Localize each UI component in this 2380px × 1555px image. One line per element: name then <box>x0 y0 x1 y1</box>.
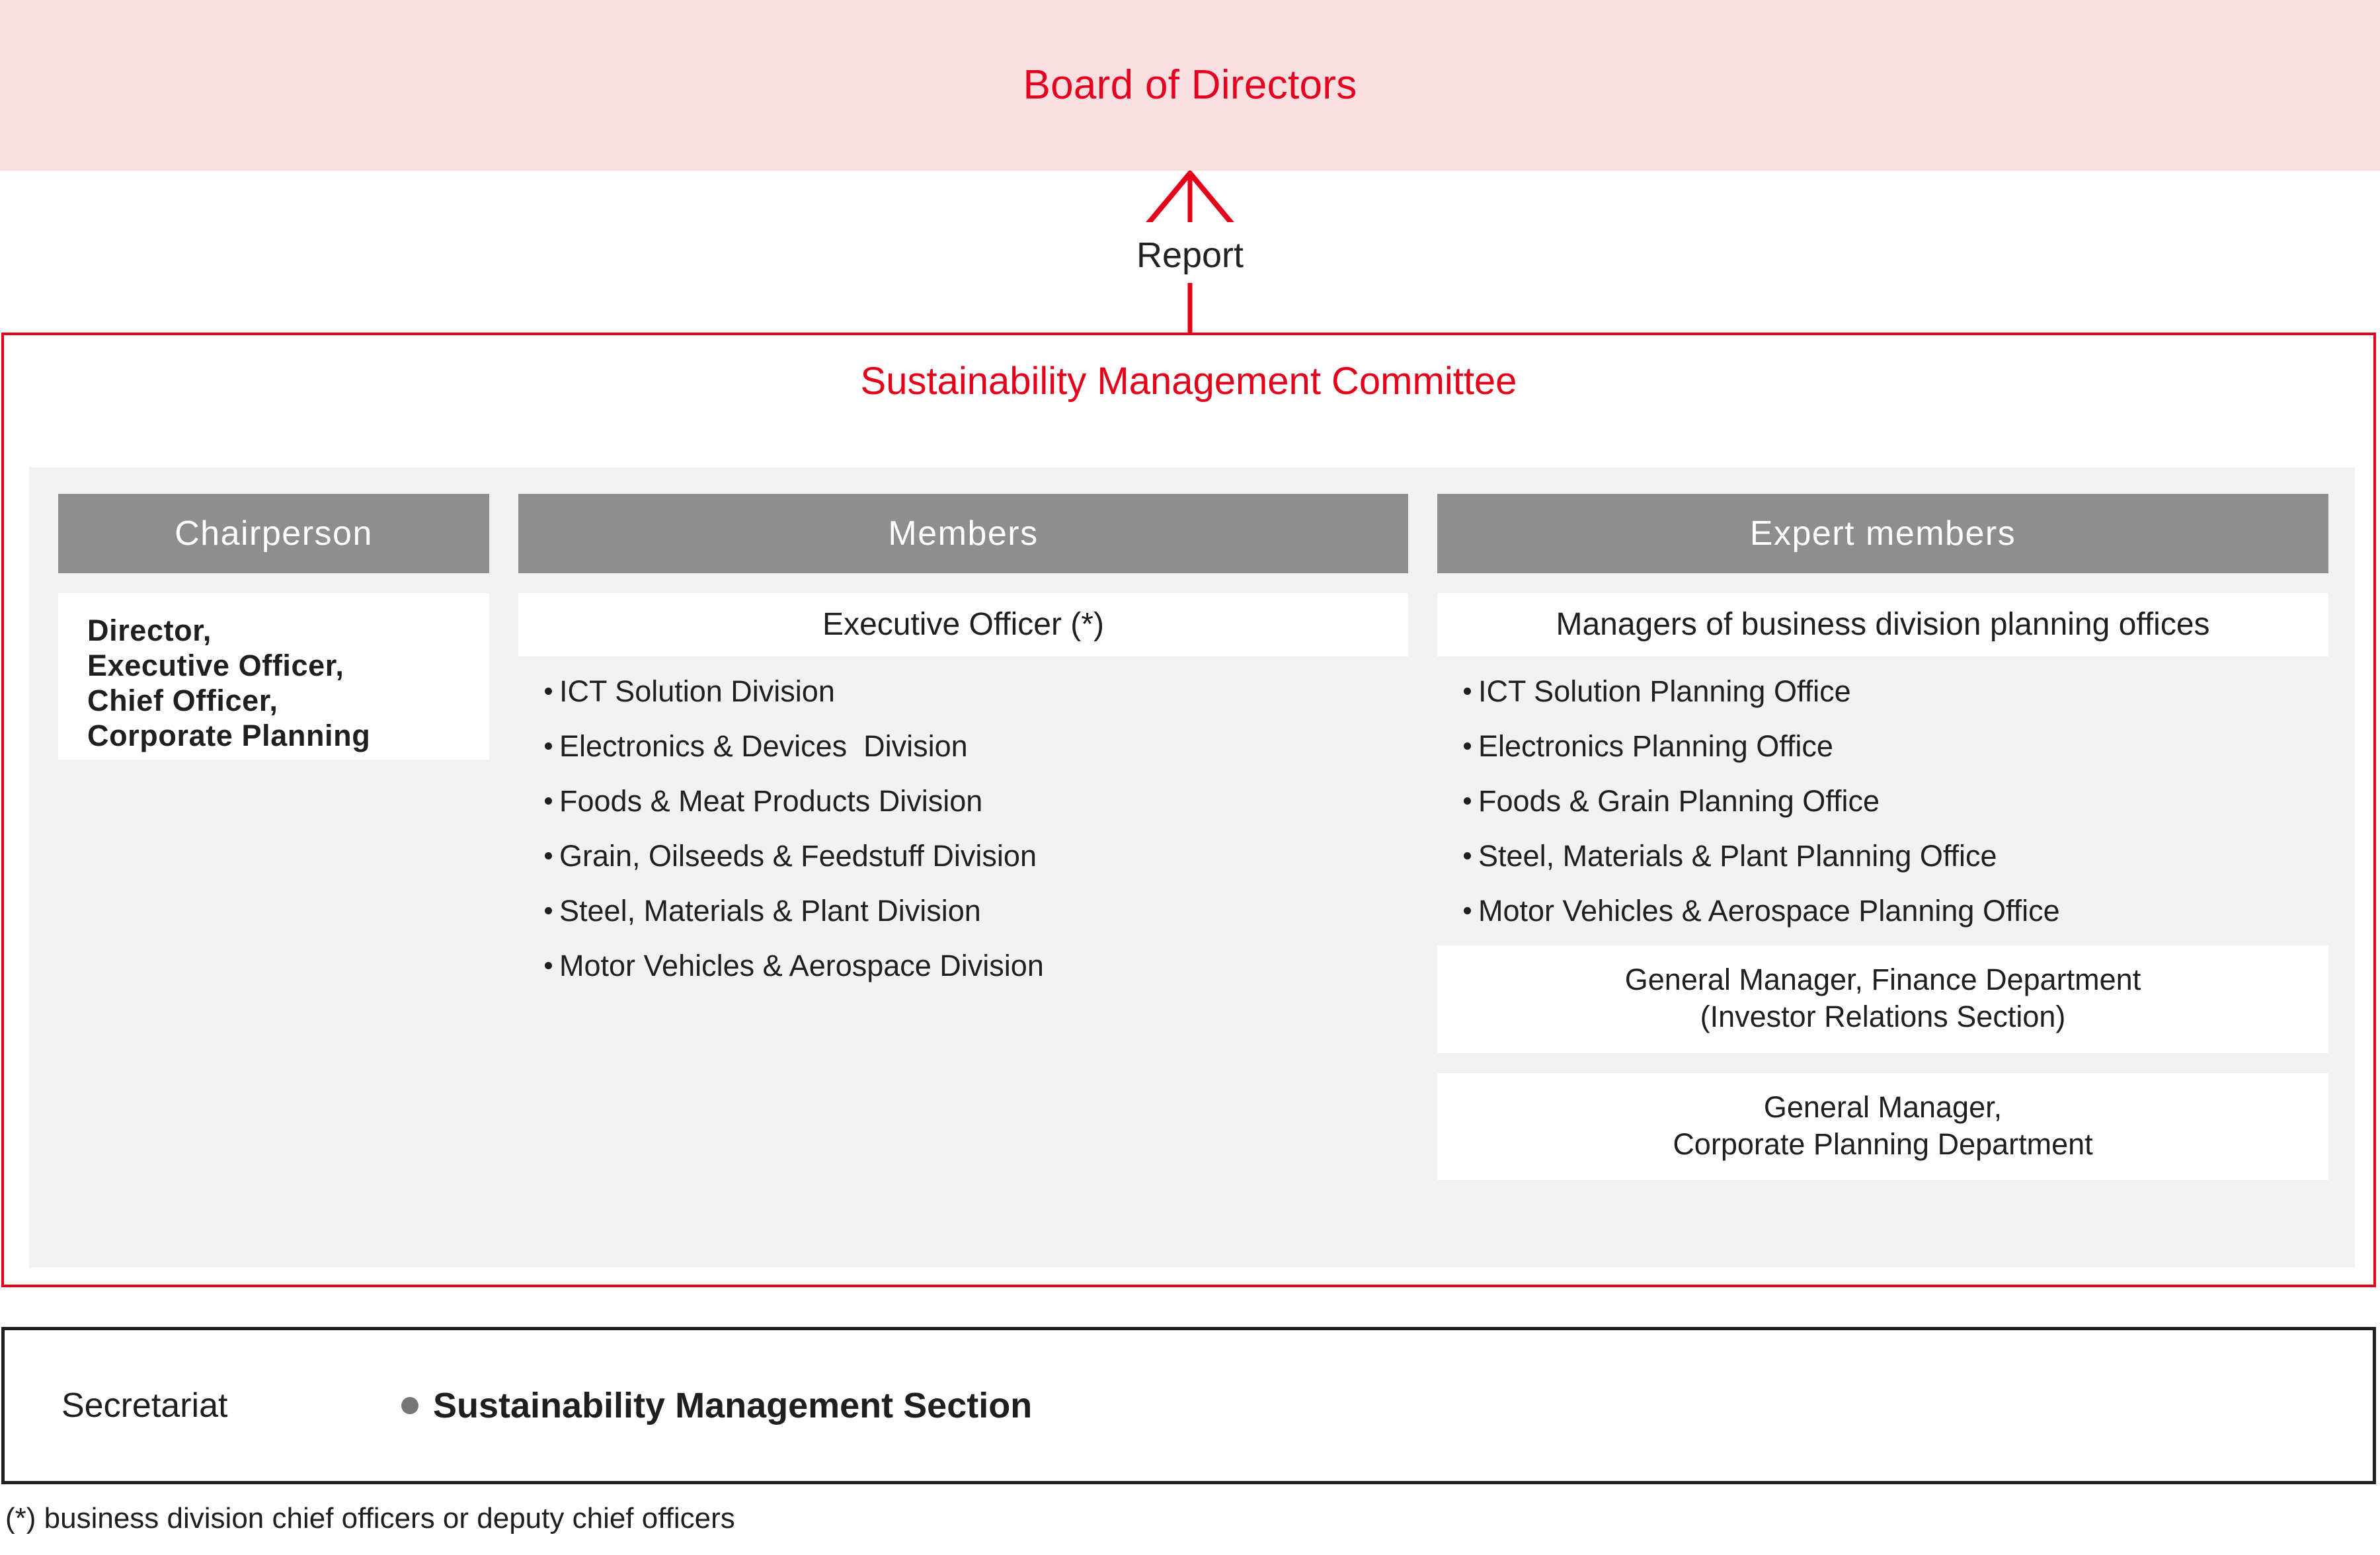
column-header-chairperson: Chairperson <box>58 494 489 573</box>
committee-panel: Chairperson Director, Executive Officer,… <box>29 467 2355 1267</box>
bullet-dot-icon <box>1464 742 1471 750</box>
list-item-label: Steel, Materials & Plant Planning Office <box>1478 839 1997 873</box>
list-item-label: Foods & Grain Planning Office <box>1478 784 1880 818</box>
list-item: Grain, Oilseeds & Feedstuff Division <box>536 841 1408 871</box>
bullet-dot-icon <box>545 907 552 914</box>
list-item: Motor Vehicles & Aerospace Division <box>536 951 1408 980</box>
secretariat-item: Sustainability Management Section <box>401 1330 1032 1481</box>
list-item-label: Electronics Planning Office <box>1478 729 1833 763</box>
list-item-label: ICT Solution Planning Office <box>1478 674 1851 708</box>
expert-members-list: ICT Solution Planning Office Electronics… <box>1437 657 2328 926</box>
list-item-label: ICT Solution Division <box>559 674 835 708</box>
secretariat-label: Secretariat <box>61 1386 228 1425</box>
chairperson-line-3: Chief Officer, <box>87 684 278 718</box>
bullet-dot-icon <box>545 852 552 859</box>
members-list: ICT Solution Division Electronics & Devi… <box>518 657 1408 980</box>
chairperson-line-2: Executive Officer, <box>87 649 344 683</box>
chairperson-line-1: Director, <box>87 614 212 647</box>
expert-members-subheader: Managers of business division planning o… <box>1437 593 2328 657</box>
list-item-label: Motor Vehicles & Aerospace Planning Offi… <box>1478 894 2060 928</box>
column-header-members: Members <box>518 494 1408 573</box>
list-item: Steel, Materials & Plant Planning Office <box>1454 841 2328 871</box>
bullet-dot-icon <box>545 688 552 695</box>
expert-card-corporate-planning-department: General Manager, Corporate Planning Depa… <box>1437 1072 2328 1180</box>
footnote: (*) business division chief officers or … <box>5 1502 735 1535</box>
column-expert-members: Expert members Managers of business divi… <box>1437 494 2328 1180</box>
sustainability-management-committee-box: Sustainability Management Committee Chai… <box>1 333 2376 1287</box>
list-item: Electronics & Devices Division <box>536 731 1408 761</box>
bullet-dot-icon <box>1464 688 1471 695</box>
expert-card-line: General Manager, <box>1763 1090 2003 1124</box>
expert-card-line: (Investor Relations Section) <box>1700 1000 2066 1034</box>
bullet-dot-icon <box>545 962 552 969</box>
list-item: Foods & Grain Planning Office <box>1454 786 2328 816</box>
chairperson-line-4: Corporate Planning <box>87 719 371 753</box>
list-item: Motor Vehicles & Aerospace Planning Offi… <box>1454 896 2328 926</box>
expert-card-finance-department: General Manager, Finance Department (Inv… <box>1437 945 2328 1053</box>
report-arrow-icon <box>1058 171 1322 333</box>
expert-card-line: General Manager, Finance Department <box>1624 963 2141 996</box>
chairperson-detail-card: Director, Executive Officer, Chief Offic… <box>58 593 489 760</box>
committee-title: Sustainability Management Committee <box>860 360 1517 403</box>
list-item: ICT Solution Planning Office <box>1454 676 2328 706</box>
list-item: Steel, Materials & Plant Division <box>536 896 1408 926</box>
board-of-directors-band: Board of Directors <box>0 0 2380 171</box>
board-of-directors-title: Board of Directors <box>1023 62 1357 108</box>
bullet-dot-icon <box>1464 907 1471 914</box>
list-item-label: Motor Vehicles & Aerospace Division <box>559 949 1044 982</box>
list-item: ICT Solution Division <box>536 676 1408 706</box>
list-item-label: Grain, Oilseeds & Feedstuff Division <box>559 839 1037 873</box>
secretariat-box: Secretariat Sustainability Management Se… <box>1 1327 2376 1484</box>
report-label: Report <box>1136 235 1244 275</box>
list-item-label: Electronics & Devices Division <box>559 729 968 763</box>
bullet-dot-icon <box>1464 852 1471 859</box>
members-subheader: Executive Officer (*) <box>518 593 1408 657</box>
column-chairperson: Chairperson Director, Executive Officer,… <box>58 494 489 760</box>
report-connector <box>0 171 2380 333</box>
list-item-label: Steel, Materials & Plant Division <box>559 894 981 928</box>
expert-card-line: Corporate Planning Department <box>1673 1127 2093 1161</box>
secretariat-item-label: Sustainability Management Section <box>433 1386 1033 1425</box>
list-item: Electronics Planning Office <box>1454 731 2328 761</box>
list-item: Foods & Meat Products Division <box>536 786 1408 816</box>
bullet-dot-icon <box>401 1397 418 1414</box>
bullet-dot-icon <box>1464 797 1471 805</box>
column-members: Members Executive Officer (*) ICT Soluti… <box>518 494 1408 980</box>
bullet-dot-icon <box>545 797 552 805</box>
list-item-label: Foods & Meat Products Division <box>559 784 983 818</box>
bullet-dot-icon <box>545 742 552 750</box>
column-header-expert-members: Expert members <box>1437 494 2328 573</box>
